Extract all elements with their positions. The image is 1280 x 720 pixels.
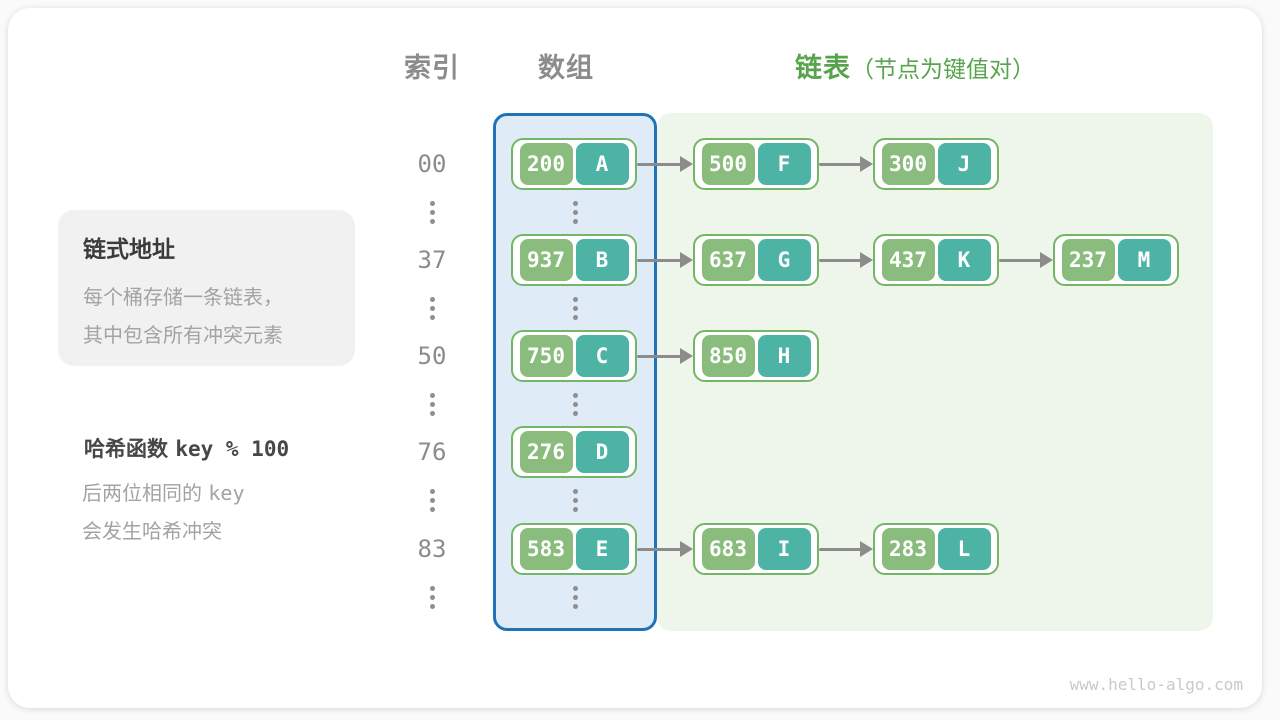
hash-note-line-1: 后两位相同的 key <box>82 477 244 506</box>
concept-title: 链式地址 <box>83 237 175 263</box>
index-column-header: 索引 <box>404 53 460 84</box>
next-pointer-arrow <box>637 156 693 172</box>
bucket-index-label: 37 <box>417 246 447 274</box>
node-value: F <box>757 143 811 185</box>
arrow-head-icon <box>680 348 693 364</box>
arrow-shaft <box>637 354 683 358</box>
node-value: B <box>575 239 629 281</box>
node-key: 300 <box>881 143 935 185</box>
array-ellipsis <box>572 201 578 224</box>
node-key: 500 <box>701 143 755 185</box>
hash-function-code: key % 100 <box>175 437 290 461</box>
hash-note-line1-text: 后两位相同的 <box>82 481 202 505</box>
array-ellipsis <box>572 297 578 320</box>
watermark: www.hello-algo.com <box>1069 675 1243 694</box>
arrow-shaft <box>999 258 1043 262</box>
node-value: J <box>937 143 991 185</box>
arrow-head-icon <box>680 252 693 268</box>
arrow-head-icon <box>680 156 693 172</box>
hash-note-line1-code: key <box>208 481 245 505</box>
arrow-shaft <box>819 258 863 262</box>
list-header-label: 链表 <box>795 53 851 84</box>
node-value: M <box>1117 239 1171 281</box>
next-pointer-arrow <box>637 252 693 268</box>
hash-function-title: 哈希函数 key % 100 <box>84 433 289 463</box>
bucket-index-label: 83 <box>417 535 447 563</box>
next-pointer-arrow <box>637 348 693 364</box>
hash-note-line-2: 会发生哈希冲突 <box>82 519 222 543</box>
array-ellipsis <box>572 489 578 512</box>
node-key: 276 <box>519 431 573 473</box>
node-value: E <box>575 528 629 570</box>
arrow-head-icon <box>680 541 693 557</box>
arrow-shaft <box>819 162 863 166</box>
bucket-index-label: 76 <box>417 438 447 466</box>
node-key: 200 <box>519 143 573 185</box>
node-key: 683 <box>701 528 755 570</box>
node-key: 637 <box>701 239 755 281</box>
index-ellipsis <box>429 489 435 512</box>
node-key: 937 <box>519 239 573 281</box>
list-column-header: 链表（节点为键值对） <box>795 52 1035 86</box>
index-ellipsis <box>429 201 435 224</box>
next-pointer-arrow <box>637 541 693 557</box>
node-key: 850 <box>701 335 755 377</box>
arrow-shaft <box>819 547 863 551</box>
arrow-head-icon <box>1040 252 1053 268</box>
node-value: C <box>575 335 629 377</box>
node-value: I <box>757 528 811 570</box>
node-key: 237 <box>1061 239 1115 281</box>
array-column-header: 数组 <box>538 53 594 84</box>
node-value: H <box>757 335 811 377</box>
next-pointer-arrow <box>819 541 873 557</box>
array-ellipsis <box>572 586 578 609</box>
hash-function-prefix: 哈希函数 <box>84 437 168 461</box>
node-value: A <box>575 143 629 185</box>
arrow-head-icon <box>860 156 873 172</box>
next-pointer-arrow <box>999 252 1053 268</box>
node-key: 283 <box>881 528 935 570</box>
node-key: 750 <box>519 335 573 377</box>
node-key: 437 <box>881 239 935 281</box>
arrow-head-icon <box>860 541 873 557</box>
index-ellipsis <box>429 393 435 416</box>
bucket-index-label: 50 <box>417 342 447 370</box>
bucket-index-label: 00 <box>417 150 447 178</box>
next-pointer-arrow <box>819 156 873 172</box>
arrow-shaft <box>637 162 683 166</box>
node-value: L <box>937 528 991 570</box>
concept-line-2: 其中包含所有冲突元素 <box>83 323 283 347</box>
arrow-shaft <box>637 258 683 262</box>
node-value: D <box>575 431 629 473</box>
concept-line-1: 每个桶存储一条链表， <box>83 285 283 309</box>
array-ellipsis <box>572 393 578 416</box>
next-pointer-arrow <box>819 252 873 268</box>
arrow-shaft <box>637 547 683 551</box>
arrow-head-icon <box>860 252 873 268</box>
index-ellipsis <box>429 297 435 320</box>
index-ellipsis <box>429 586 435 609</box>
concept-info-box: 链式地址 每个桶存储一条链表， 其中包含所有冲突元素 <box>58 210 355 366</box>
node-value: G <box>757 239 811 281</box>
node-key: 583 <box>519 528 573 570</box>
node-value: K <box>937 239 991 281</box>
list-header-note: （节点为键值对） <box>851 57 1035 83</box>
